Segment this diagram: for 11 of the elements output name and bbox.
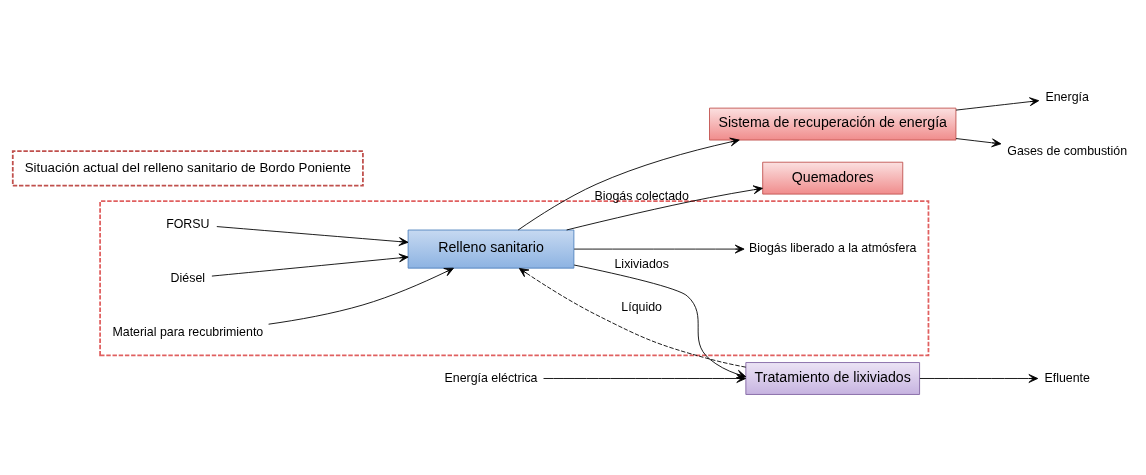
node-text: FORSU <box>166 216 210 231</box>
node-text: Diésel <box>170 270 206 285</box>
node-text: Gases de combustión <box>1007 143 1128 158</box>
node-text: Biogás liberado a la atmósfera <box>749 240 917 255</box>
node-text: Energía eléctrica <box>444 370 538 385</box>
node-text: Efluente <box>1044 370 1090 385</box>
node-text: Energía <box>1045 89 1089 104</box>
node-text: Material para recubrimiento <box>112 324 264 339</box>
edge-label: Biogás colectado <box>594 188 689 203</box>
edge-label: Líquido <box>621 299 663 314</box>
edge-label: Lixiviados <box>614 256 669 271</box>
